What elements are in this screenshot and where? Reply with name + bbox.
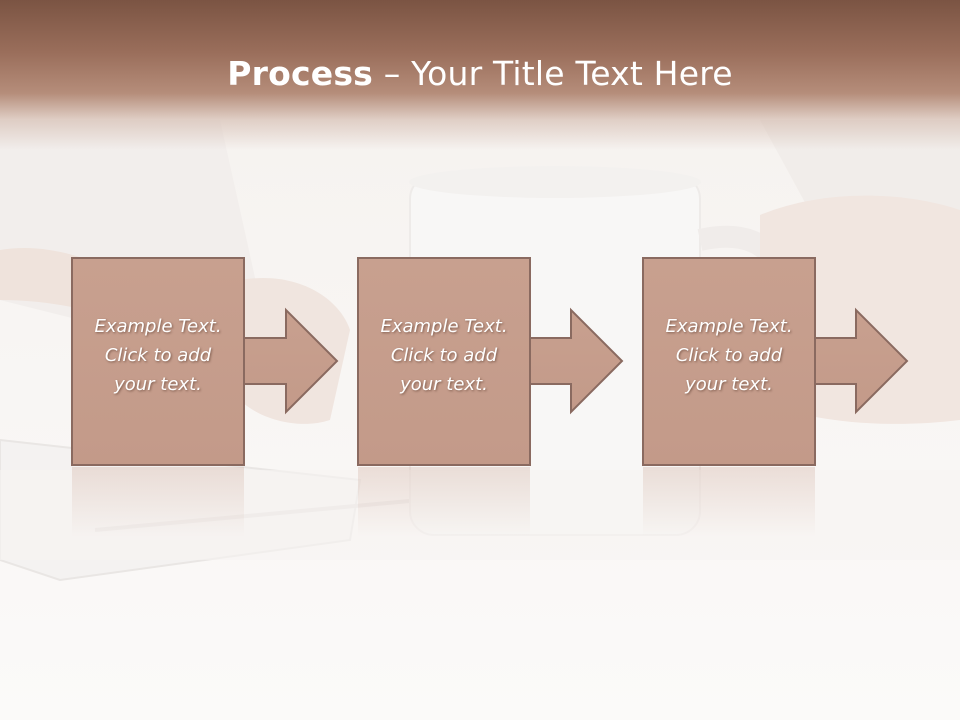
arrow-right-icon	[529, 307, 624, 415]
arrow-right-icon	[814, 307, 909, 415]
step-3-text[interactable]: Example Text. Click to add your text.	[665, 316, 793, 395]
title-bold-text: Process	[227, 54, 374, 93]
title-bar	[0, 0, 960, 150]
process-step-2[interactable]	[357, 257, 624, 537]
step-1-text[interactable]: Example Text. Click to add your text.	[94, 316, 222, 395]
slide-title[interactable]: Process – Your Title Text Here	[0, 52, 960, 96]
step-2-text[interactable]: Example Text. Click to add your text.	[380, 316, 508, 395]
title-rest-text: – Your Title Text Here	[373, 54, 733, 93]
arrow-right-icon	[243, 307, 339, 415]
process-step-1[interactable]	[71, 257, 339, 537]
process-step-3[interactable]	[642, 257, 909, 537]
